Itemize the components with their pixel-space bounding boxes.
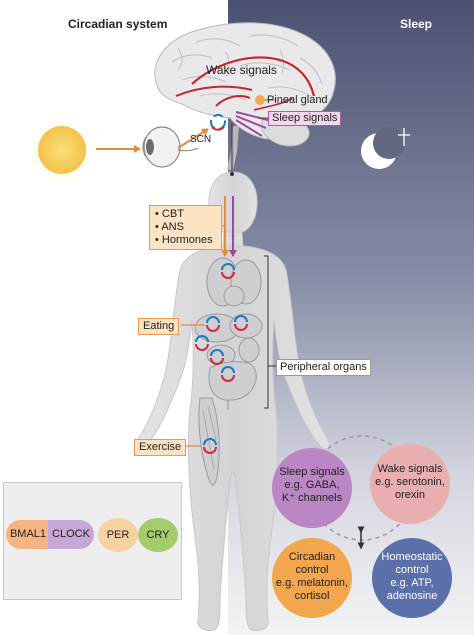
eating-label: Eating [138,318,180,335]
moon-icon [361,127,410,169]
sun-icon [18,106,106,194]
sleep-heading: Sleep [400,17,433,31]
homeostatic-control-text: Homeostatic control e.g. ATP, adenosine [381,551,443,602]
output-cbt: CBT [161,208,184,220]
circadian-control-circle [272,538,352,618]
pineal-gland-label: Pineal gland [267,94,328,106]
sleep-signals-circle [272,448,352,528]
clock-node: CLOCK [48,520,94,549]
scn-clock-icon [210,114,226,131]
output-hormones: Hormones [161,234,213,246]
cry-node: CRY [138,518,178,552]
exercise-label: Exercise [134,439,187,456]
circadian-control-text: Circadian control e.g. melatonin, cortis… [275,551,349,602]
output-item: • ANS [155,221,184,233]
output-item: • Hormones [155,234,213,246]
peripheral-bracket [264,255,269,409]
regulation-diagram [272,435,452,618]
bmal1-node: BMAL1 [6,520,50,549]
output-ans: ANS [161,221,184,233]
wake-signals-circle [370,444,450,524]
descending-dot [230,172,234,176]
scn-label: SCN [190,134,212,145]
eye-icon [142,126,199,168]
per-node: PER [98,518,138,552]
outputs-box: • CBT • ANS • Hormones [149,205,222,250]
output-item: • CBT [155,208,184,220]
sleep-signals-brain-label: Sleep signals [268,111,342,126]
retina-to-scn-arrow [177,128,209,149]
peripheral-organs-label: Peripheral organs [276,359,371,376]
homeostatic-control-circle [372,538,452,618]
circadian-system-heading: Circadian system [68,17,168,31]
pineal-gland-icon [255,95,265,105]
sleep-signals-text: Sleep signals e.g. GABA, K⁺ channels [279,466,345,504]
wake-signals-label: Wake signals [206,63,277,77]
wake-signals-text: Wake signals e.g. serotonin, orexin [375,463,445,501]
organ-clock-icons [195,263,248,454]
